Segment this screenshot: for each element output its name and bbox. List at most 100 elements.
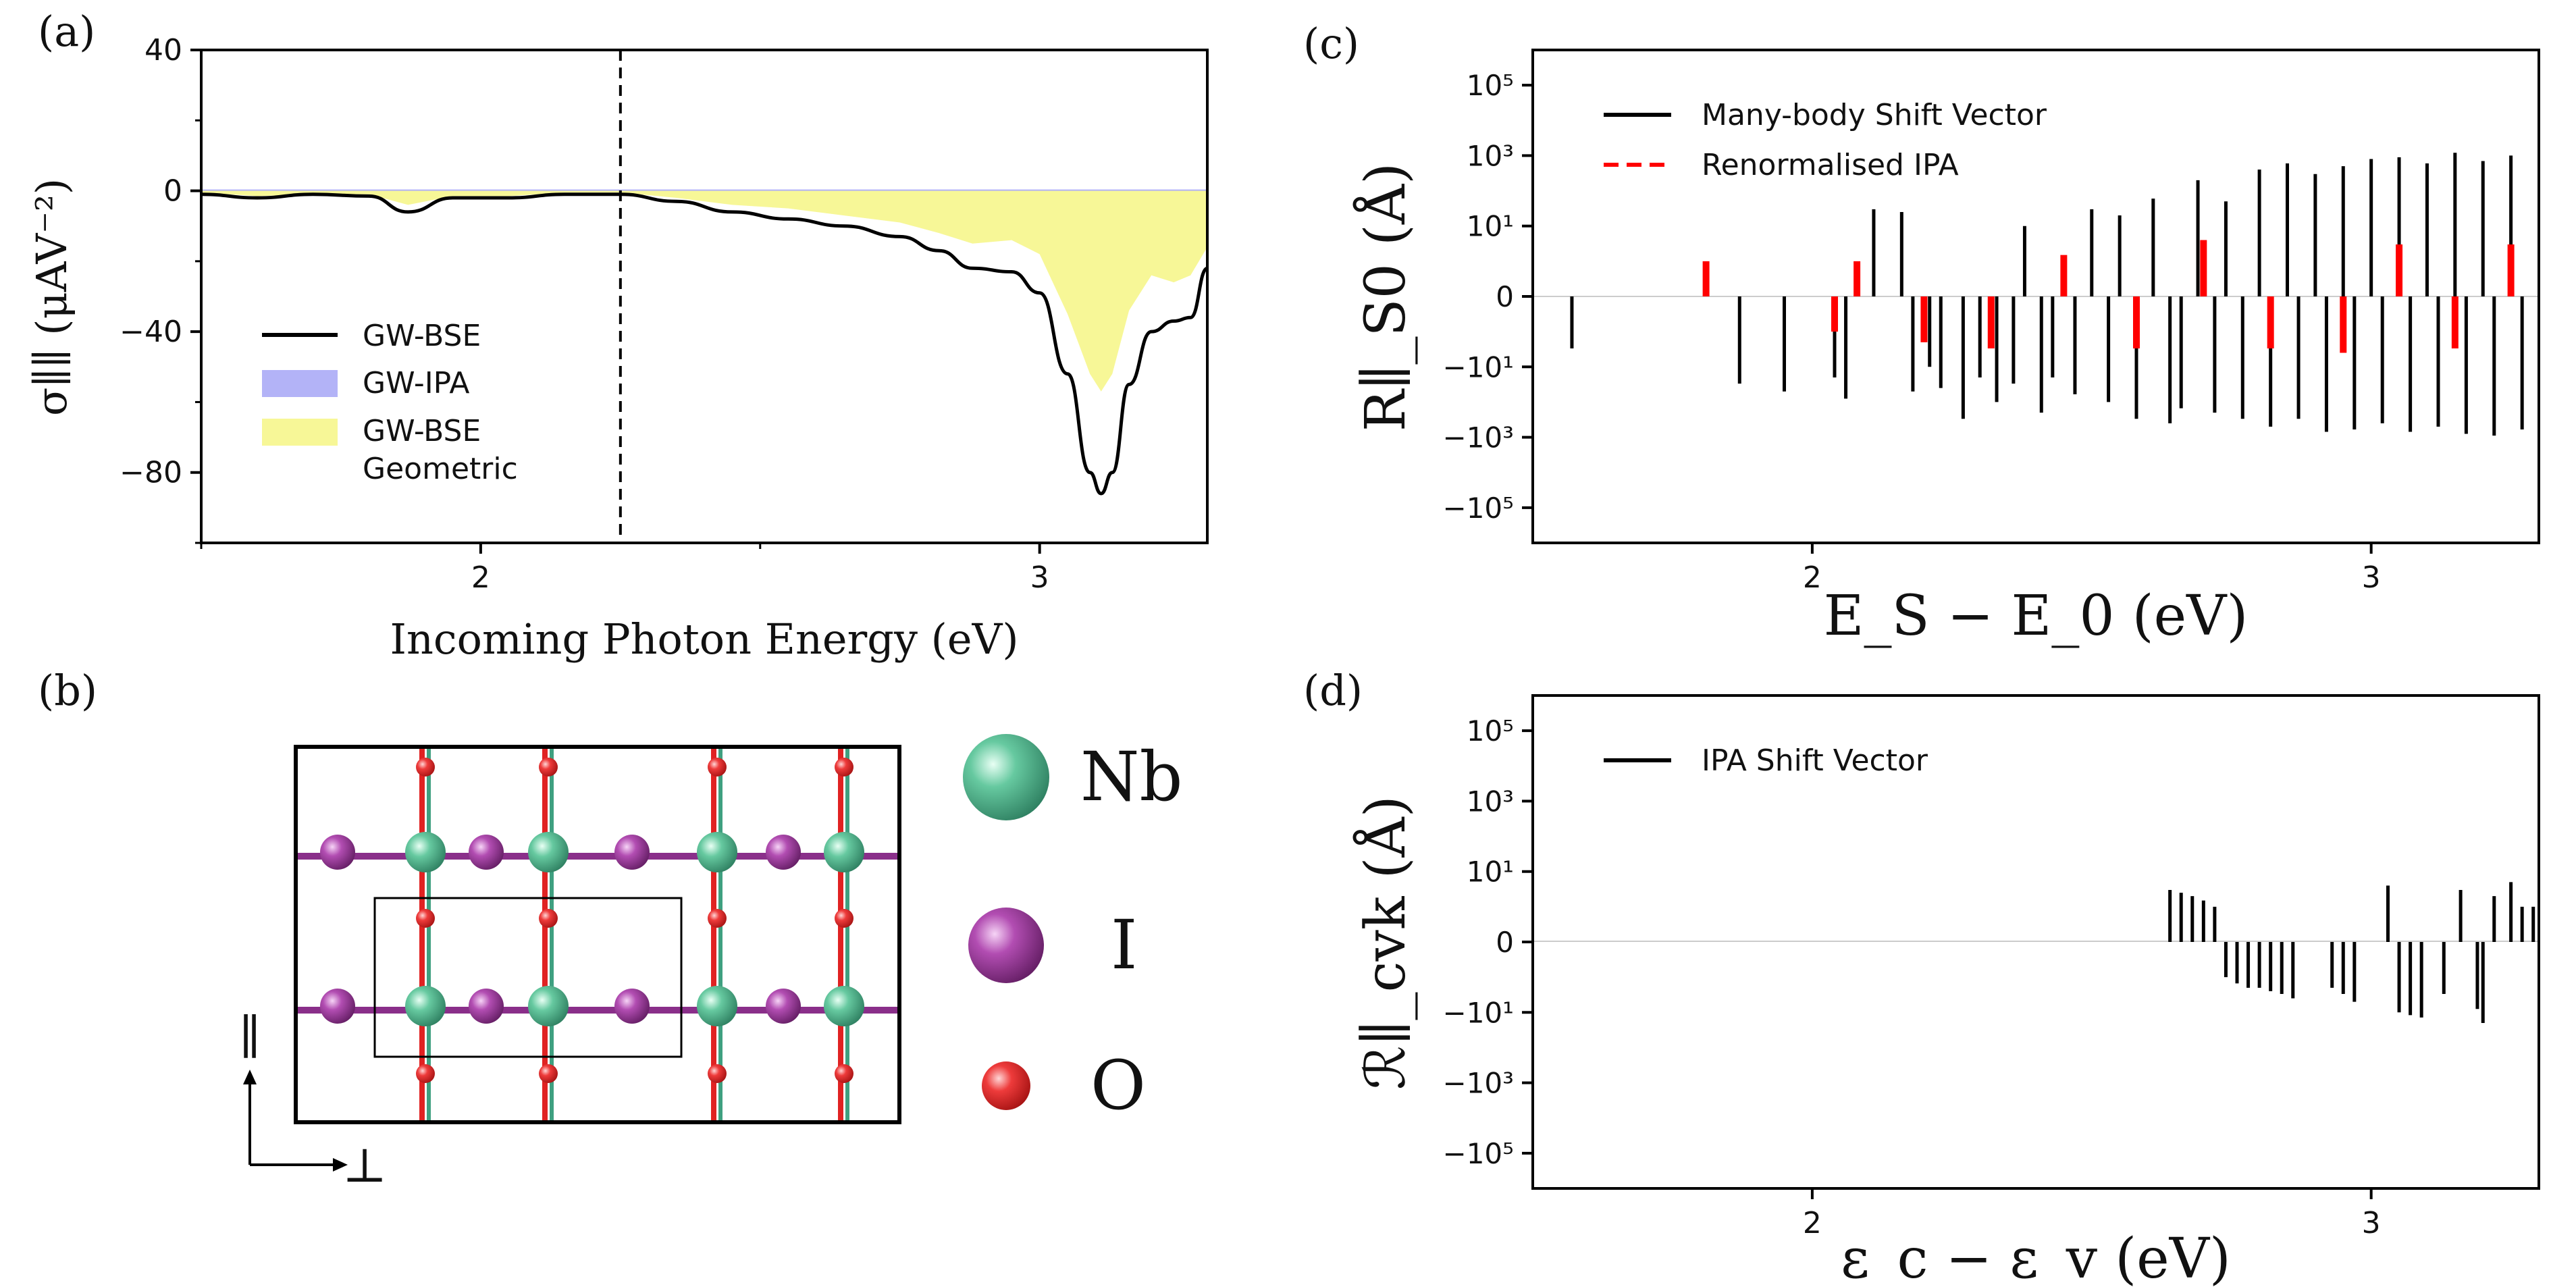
ytick-label: 10¹ [1467, 856, 1514, 889]
panel-b-label: (b) [38, 666, 97, 715]
panel-a-label: (a) [38, 7, 95, 56]
i-atom [469, 835, 504, 870]
nb-atom [697, 986, 737, 1026]
o-atom [539, 1064, 558, 1083]
panel-d-plot [2168, 882, 2535, 1023]
o-atom [835, 909, 853, 928]
ytick-label: −10⁵ [1443, 1137, 1514, 1170]
parallel-axis-label: ∥ [239, 1009, 261, 1065]
panel-c-ylabel: R∥_S0 (Å) [1352, 163, 1418, 431]
ytick-label: 0 [1496, 280, 1514, 313]
legend-o: O [1090, 1046, 1146, 1125]
panel-a-axes: 40 0 −40 −80 2 3 [120, 33, 1049, 595]
panel-b: (b) ∥ ⊥ Nb I O [38, 666, 1183, 1193]
xtick-label: 2 [471, 560, 490, 595]
nb-atom [528, 986, 569, 1026]
unit-cell-box [373, 897, 683, 1058]
panel-c-label: (c) [1303, 19, 1359, 68]
panel-c-legend: Many-body Shift Vector Renormalised IPA [1604, 98, 2047, 182]
nb-atom [405, 832, 446, 872]
i-atom [614, 835, 650, 870]
o-atom [539, 909, 558, 928]
i-atom [320, 989, 355, 1024]
panel-d-axes: 10⁵ 10³ 10¹ 0 −10¹ −10³ −10⁵ 2 3 [1443, 714, 2381, 1240]
ytick-label: 10⁵ [1467, 69, 1514, 102]
o-atom [835, 758, 853, 777]
element-legend: Nb I O [963, 734, 1183, 1125]
i-atom [766, 989, 801, 1024]
xtick-label: 3 [2362, 1206, 2381, 1240]
ytick-label: −10¹ [1443, 350, 1514, 384]
panel-c-plot [1570, 153, 2524, 436]
panel-d-ylabel: ℛ∥_cvk (Å) [1352, 795, 1418, 1090]
ytick-label: −10³ [1443, 421, 1514, 454]
legend-label-renormalised-ipa: Renormalised IPA [1702, 148, 1959, 182]
ytick-label: 10³ [1467, 785, 1514, 818]
ytick-label: −40 [120, 315, 182, 349]
panel-d-legend: IPA Shift Vector [1604, 743, 1928, 778]
ytick-label: −80 [120, 456, 182, 490]
ytick-label: 0 [163, 174, 182, 209]
panel-a-frame [200, 49, 1209, 544]
o-atom [416, 758, 435, 777]
crystal-structure [296, 747, 899, 1122]
o-atom [708, 909, 727, 928]
perp-arrowhead [333, 1158, 348, 1172]
legend-label-gw-ipa: GW-IPA [363, 366, 470, 400]
o-atom [416, 1064, 435, 1083]
nb-atom [824, 986, 864, 1026]
xtick-label: 3 [1030, 560, 1049, 595]
parallel-arrowhead [243, 1070, 257, 1084]
panel-a: (a) 40 0 −40 −80 2 3 Incoming Photon Energy (… [27, 7, 1209, 664]
structure-frame [294, 745, 901, 1124]
legend-label-gw-bse: GW-BSE [363, 319, 481, 353]
ytick-label: −10¹ [1443, 996, 1514, 1029]
panel-d-xlabel: ε_c − ε_v (eV) [1841, 1227, 2231, 1287]
panel-d: (d) 10⁵ 10³ 10¹ 0 −10¹ −10³ −10⁵ 2 3 ε_c − ε_v (… [1303, 666, 2540, 1287]
ytick-label: −10³ [1443, 1067, 1514, 1100]
i-atom-icon [968, 908, 1044, 983]
nb-atom [824, 832, 864, 872]
i-atom [469, 989, 504, 1024]
perp-axis-label: ⊥ [342, 1138, 387, 1193]
series-gw-bse-geometric-fill [201, 190, 1207, 392]
xtick-label: 2 [1803, 1206, 1822, 1240]
legend-nb: Nb [1080, 737, 1183, 816]
orientation-axes: ∥ ⊥ [239, 1009, 387, 1193]
ytick-label: 10¹ [1467, 210, 1514, 243]
i-atom [614, 989, 650, 1024]
panel-a-plot [201, 50, 1207, 543]
o-atom [539, 758, 558, 777]
panel-a-xlabel: Incoming Photon Energy (eV) [390, 614, 1018, 664]
xtick-label: 3 [2362, 560, 2381, 595]
xtick-label: 2 [1803, 560, 1822, 595]
o-atom [416, 909, 435, 928]
ytick-label: 10⁵ [1467, 714, 1514, 747]
nb-atom [697, 832, 737, 872]
legend-swatch-gw-ipa [262, 370, 338, 397]
ytick-label: 0 [1496, 926, 1514, 959]
panel-a-ylabel: σ∥∥ (μAV⁻²) [27, 178, 76, 416]
legend-swatch-gw-bse-geometric [262, 419, 338, 446]
i-atom [766, 835, 801, 870]
legend-label-many-body: Many-body Shift Vector [1702, 98, 2047, 132]
o-atom [835, 1064, 853, 1083]
o-atom [708, 758, 727, 777]
panel-c-xlabel: E_S − E_0 (eV) [1824, 584, 2249, 648]
nb-atom-icon [963, 734, 1049, 820]
series-gw-bse-line [201, 192, 1207, 496]
o-atom-icon [982, 1061, 1030, 1110]
legend-label-ipa-shift: IPA Shift Vector [1702, 743, 1928, 778]
ytick-label: 10³ [1467, 139, 1514, 172]
panel-d-label: (d) [1303, 666, 1363, 715]
nb-atom [528, 832, 569, 872]
o-atom [708, 1064, 727, 1083]
i-atom [320, 835, 355, 870]
ytick-label: 40 [144, 33, 182, 68]
legend-i: I [1111, 905, 1138, 984]
